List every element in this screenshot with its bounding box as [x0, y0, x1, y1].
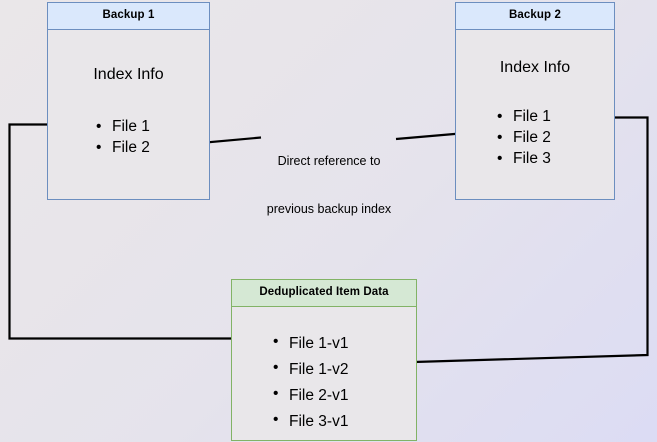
backup-2-index-info-label: Index Info [499, 59, 571, 76]
node-backup-1-header: Backup 1 [48, 3, 209, 30]
dedup-file-list: File 1-v1 File 1-v2 File 2-v1 File 3-v1 [273, 331, 348, 435]
node-deduplicated-item-data-header: Deduplicated Item Data [232, 280, 416, 307]
list-item: File 3-v1 [273, 409, 348, 435]
edge-label-direct-reference: Direct reference to previous backup inde… [252, 121, 406, 249]
node-backup-2[interactable]: Backup 2 Index Info File 1 File 2 File 3 [455, 2, 615, 200]
node-backup-1-body: Index Info File 1 File 2 [48, 30, 209, 199]
list-item: File 1 [497, 106, 551, 127]
backup-2-file-list: File 1 File 2 File 3 [497, 106, 551, 169]
list-item: File 1-v1 [273, 331, 348, 357]
node-backup-2-header: Backup 2 [456, 3, 614, 30]
list-item: File 1 [96, 116, 150, 137]
edge-label-line-1: Direct reference to [277, 154, 381, 168]
list-item: File 3 [497, 148, 551, 169]
node-backup-1[interactable]: Backup 1 Index Info File 1 File 2 [47, 2, 210, 200]
node-backup-2-body: Index Info File 1 File 2 File 3 [456, 30, 614, 199]
node-deduplicated-item-data[interactable]: Deduplicated Item Data File 1-v1 File 1-… [231, 279, 417, 441]
list-item: File 2 [497, 127, 551, 148]
edge-label-line-2: previous backup index [266, 202, 392, 216]
backup-1-index-info-label: Index Info [93, 66, 164, 83]
node-deduplicated-item-data-body: File 1-v1 File 1-v2 File 2-v1 File 3-v1 [232, 307, 416, 440]
list-item: File 2 [96, 137, 150, 158]
list-item: File 2-v1 [273, 383, 348, 409]
backup-1-file-list: File 1 File 2 [96, 116, 150, 158]
list-item: File 1-v2 [273, 357, 348, 383]
